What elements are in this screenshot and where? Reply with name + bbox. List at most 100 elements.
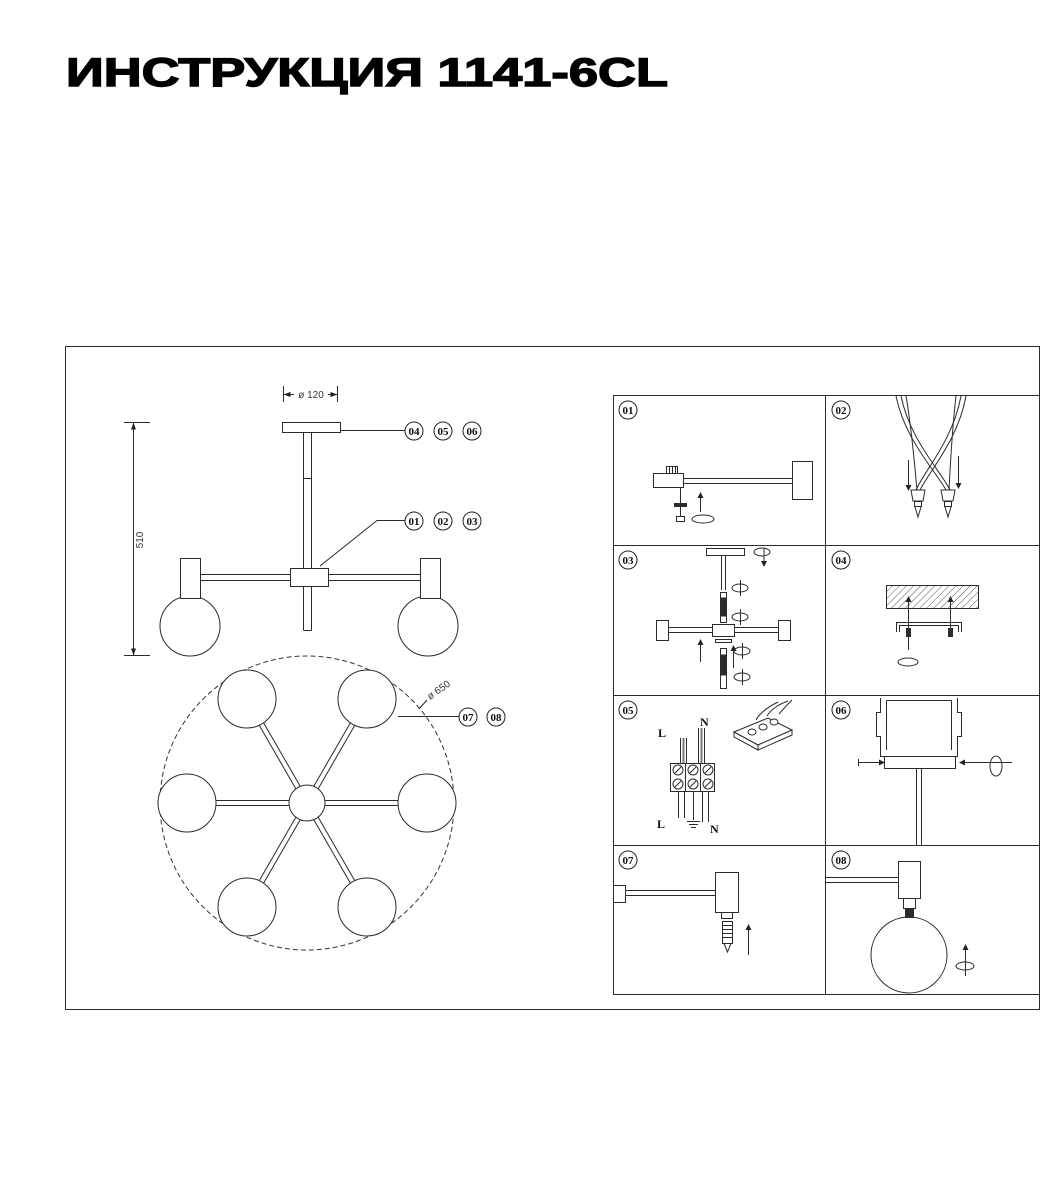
step-label-circle [831, 400, 851, 420]
wire [755, 701, 779, 721]
globe-top-view [217, 669, 277, 729]
step-number: 02 [836, 405, 848, 417]
wire-label-live-bottom: L [657, 817, 665, 831]
canopy-callouts: 04 05 06 [404, 421, 482, 441]
step-number: 04 [836, 555, 848, 567]
canopy [706, 548, 745, 556]
arm-line [258, 725, 297, 789]
globe-neck [905, 908, 914, 918]
callout-number: 05 [438, 426, 450, 438]
wire-connector [940, 489, 956, 502]
callout-number: 02 [438, 516, 450, 528]
hub-callout-leader [319, 520, 405, 567]
screw-slot [674, 780, 682, 788]
step-label-circle [831, 850, 851, 870]
rotate-icon [955, 961, 975, 971]
step-number: 01 [623, 405, 634, 417]
mounting-screw [948, 628, 953, 637]
step-number: 05 [623, 705, 635, 717]
top-view-arms [216, 722, 398, 884]
socket-cup [778, 620, 791, 641]
terminal-screw [747, 728, 757, 736]
wire [948, 395, 957, 491]
step-08-drawing [826, 861, 975, 994]
globe-top-view [397, 773, 457, 833]
drawing-frame [65, 346, 1040, 1010]
central-hub [290, 568, 329, 587]
callout-circle [433, 511, 453, 531]
span-diameter-tick [418, 699, 428, 710]
canopy [282, 422, 341, 433]
wire-connector [910, 489, 926, 502]
wire [915, 395, 962, 491]
screw-slot [674, 766, 682, 774]
wire [919, 395, 967, 491]
step-label-circle [618, 850, 638, 870]
top-view-hub [288, 784, 326, 822]
globe-top-view [157, 773, 217, 833]
terminal-block-3d [732, 699, 794, 751]
bulb [722, 921, 733, 944]
callout-number: 04 [409, 426, 421, 438]
wire [895, 395, 947, 491]
wire [905, 395, 918, 491]
arm-line [258, 817, 297, 881]
ceiling-surface [886, 585, 979, 609]
globe-holder [903, 898, 916, 909]
page-title: ИНСТРУКЦИЯ 1141-6CL [66, 51, 668, 95]
socket-cup [898, 861, 921, 899]
step-labels: 01 02 03 04 05 06 07 08 [618, 400, 851, 870]
step-number: 07 [623, 855, 635, 867]
terminal-screw [758, 723, 768, 731]
callout-circle [404, 421, 424, 441]
callout-number: 08 [491, 712, 503, 724]
callout-circle [458, 707, 478, 727]
callout-number: 07 [463, 712, 475, 724]
screw-slot [704, 766, 712, 774]
connector-end [914, 506, 922, 519]
canopy-body [876, 698, 962, 757]
rod-thread [721, 597, 726, 617]
steps-grid: 01 02 03 04 05 06 07 08 [613, 395, 1040, 995]
step-02-drawing [895, 395, 967, 519]
mounting-block [653, 473, 684, 488]
rod-thread [721, 654, 726, 676]
dimension-arrow-right [330, 392, 338, 397]
callout-circle [462, 421, 482, 441]
mounting-screw [906, 628, 911, 637]
step-number: 06 [836, 705, 848, 717]
callout-circle [486, 707, 506, 727]
socket-cup [792, 461, 813, 500]
step-label-circle [831, 700, 851, 720]
mounting-bracket-inner [899, 625, 959, 632]
height-arrow-top [131, 422, 136, 430]
globe-top-view [337, 877, 397, 937]
callout-circle [433, 421, 453, 441]
arm-line [263, 819, 301, 884]
step-07-drawing [613, 872, 752, 955]
screw-slot [704, 780, 712, 788]
socket-cup-left [180, 558, 201, 599]
wire-label-neutral-top: N [700, 715, 709, 729]
arm-line [317, 817, 356, 881]
socket-cup [715, 872, 739, 913]
dimension-arrow-left [283, 392, 291, 397]
callout-circle [404, 511, 424, 531]
washer [715, 639, 732, 643]
rotate-icon [691, 514, 715, 524]
step-label-circle [618, 700, 638, 720]
hub-callouts: 01 02 03 [404, 511, 482, 531]
step-03-drawing [656, 547, 791, 689]
screw-head [676, 516, 685, 522]
connector-tip [944, 501, 952, 507]
side-view: ø 120 510 04 [124, 386, 482, 657]
step-04-drawing [886, 585, 979, 667]
globe-top-view [337, 669, 397, 729]
glass-globe [870, 916, 948, 994]
arm-line [263, 722, 301, 787]
wire [766, 700, 789, 717]
step-number: 08 [836, 855, 848, 867]
top-view: ø 650 07 08 [157, 655, 506, 951]
callout-circle [462, 511, 482, 531]
